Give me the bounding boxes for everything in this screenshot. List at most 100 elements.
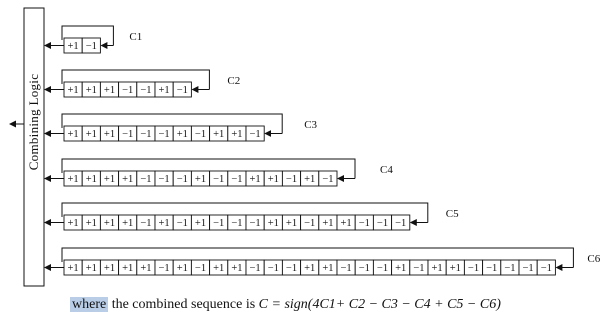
cell-value: +1 [68,263,79,274]
lfsr-diagram: Combining Logic +1−1C1+1+1+1−1−1+1−1C2+1… [9,7,601,287]
cell-value: −1 [359,218,370,229]
caption-text: the combined sequence is [108,297,259,312]
cell-value: −1 [140,174,151,185]
register-label: C3 [304,119,317,131]
cell-value: −1 [140,218,151,229]
cell-value: −1 [341,263,352,274]
register-label: C4 [380,164,393,176]
cell-value: +1 [104,129,115,140]
cell-value: −1 [159,263,170,274]
cell-value: +1 [122,263,133,274]
cell-value: −1 [159,129,170,140]
cell-value: +1 [159,218,170,229]
register-cell [245,125,265,142]
cell-value: −1 [359,263,370,274]
cell-value: −1 [86,41,97,52]
register-label: C5 [446,208,459,220]
cell-value: +1 [68,174,79,185]
cell-value: −1 [231,174,242,185]
register-label: C2 [227,75,240,87]
cell-value: +1 [122,174,133,185]
feedback-line [61,202,429,223]
caption: where the combined sequence is C = sign(… [70,297,570,313]
cell-value: +1 [268,174,279,185]
cell-value: −1 [250,129,261,140]
caption-equation: C = sign(4C1+ C2 − C3 − C4 + C5 − C6) [258,297,501,312]
cell-value: −1 [486,263,497,274]
cell-value: +1 [268,218,279,229]
cell-value: −1 [413,263,424,274]
cell-value: +1 [159,85,170,96]
cell-value: −1 [523,263,534,274]
cell-value: +1 [104,85,115,96]
feedback-line [61,113,283,134]
cell-value: −1 [140,85,151,96]
cell-value: +1 [450,263,461,274]
cell-value: +1 [68,41,79,52]
cell-value: +1 [177,263,188,274]
cell-value: +1 [177,129,188,140]
cell-value: −1 [213,174,224,185]
feedback-line [61,158,356,179]
cell-value: −1 [468,263,479,274]
feedback-line [61,25,114,46]
cell-value: −1 [213,218,224,229]
cell-value: −1 [177,85,188,96]
cell-value: +1 [304,263,315,274]
cell-value: −1 [177,174,188,185]
cell-value: +1 [86,129,97,140]
cell-value: +1 [341,218,352,229]
cell-value: +1 [68,129,79,140]
cell-value: +1 [86,218,97,229]
cell-value: +1 [231,129,242,140]
feedback-line [61,69,210,90]
cell-value: +1 [140,263,151,274]
cell-value: +1 [86,174,97,185]
cell-value: +1 [86,85,97,96]
cell-value: −1 [159,174,170,185]
cell-value: +1 [250,174,261,185]
cell-value: +1 [286,218,297,229]
cell-value: −1 [250,263,261,274]
cell-value: −1 [140,129,151,140]
cell-value: −1 [195,129,206,140]
cell-value: −1 [377,263,388,274]
cell-value: +1 [104,263,115,274]
feedback-line [61,247,574,268]
register-cell [81,37,101,54]
cell-value: +1 [322,218,333,229]
cell-value: +1 [231,263,242,274]
cell-value: −1 [286,263,297,274]
register-cell [318,170,338,187]
cell-value: −1 [250,218,261,229]
cell-value: +1 [395,263,406,274]
cell-value: +1 [304,174,315,185]
register-cell [536,259,556,276]
cell-value: +1 [213,129,224,140]
cell-value: +1 [86,263,97,274]
cell-value: +1 [104,174,115,185]
cell-value: −1 [268,263,279,274]
cell-value: −1 [122,129,133,140]
cell-value: −1 [395,218,406,229]
register-label: C1 [129,31,142,43]
cell-value: +1 [195,174,206,185]
cell-value: −1 [177,218,188,229]
combining-logic-box [23,7,45,287]
combining-logic-label: Combining Logic [26,74,41,171]
cell-value: −1 [122,85,133,96]
cell-value: +1 [432,263,443,274]
cell-value: −1 [504,263,515,274]
cell-value: +1 [195,218,206,229]
cell-value: −1 [541,263,552,274]
cell-value: +1 [68,218,79,229]
cell-value: +1 [104,218,115,229]
cell-value: +1 [122,218,133,229]
cell-value: −1 [231,218,242,229]
cell-value: −1 [286,174,297,185]
cell-value: −1 [322,174,333,185]
cell-value: −1 [195,263,206,274]
register-label: C6 [587,253,600,265]
caption-highlight: where [70,297,109,312]
